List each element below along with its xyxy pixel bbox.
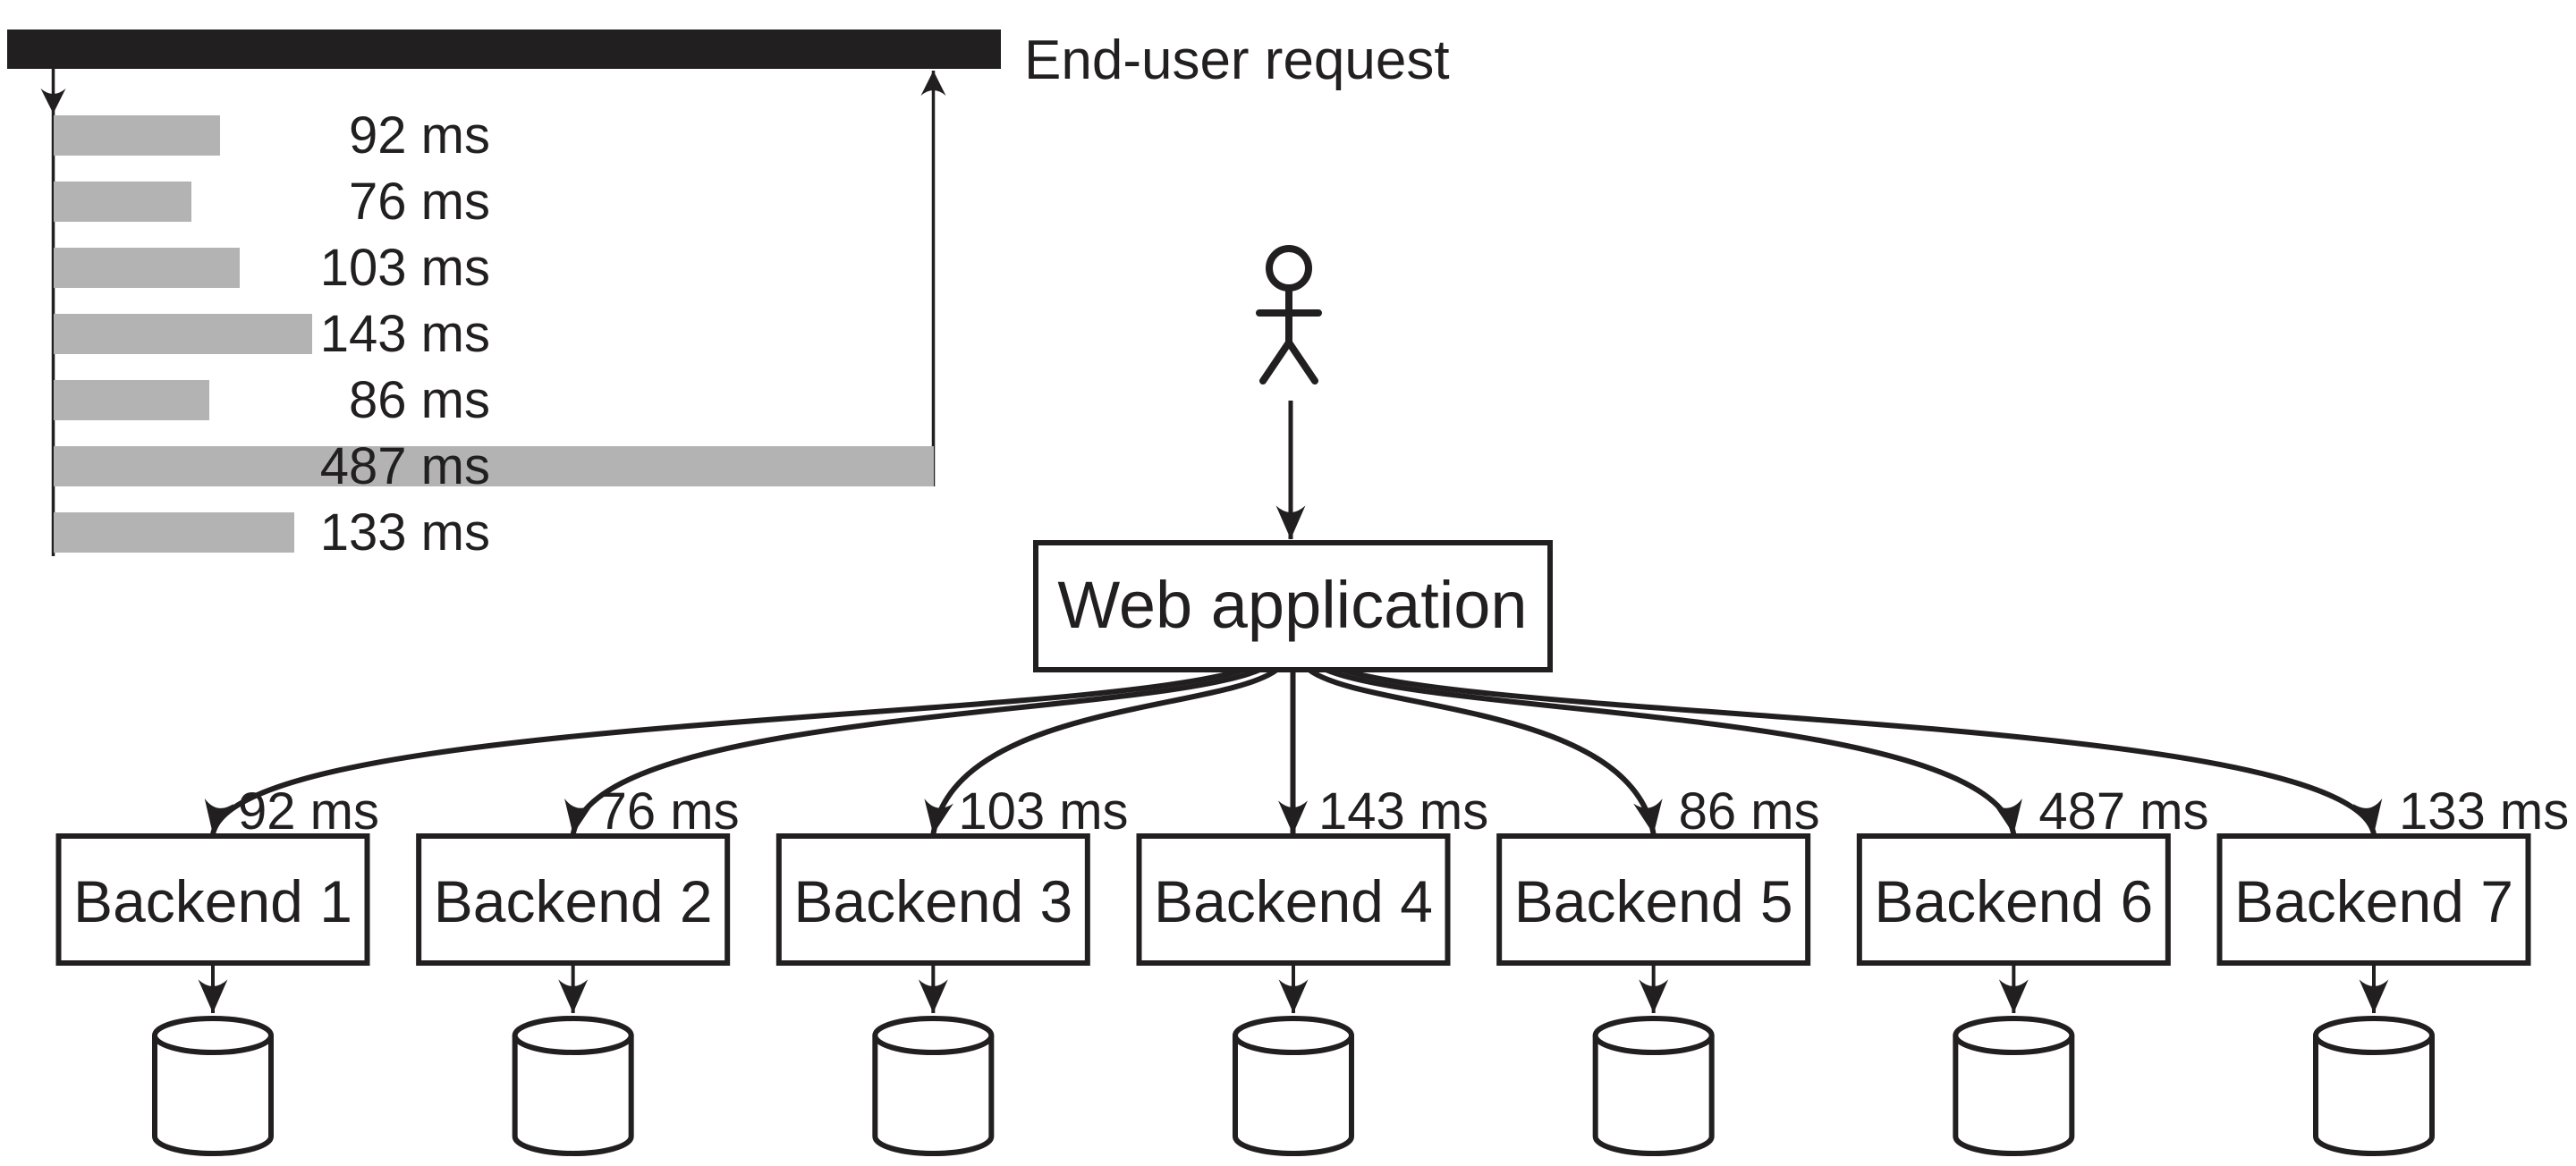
backend-latency-label: 143 ms bbox=[1318, 782, 1488, 841]
backend-latency-label: 133 ms bbox=[2399, 782, 2569, 841]
database-top bbox=[2313, 1016, 2435, 1055]
web-application-node: Web application bbox=[1033, 540, 1553, 672]
user-leg-left bbox=[1259, 339, 1292, 384]
latency-bar-label: 86 ms bbox=[349, 371, 490, 429]
database-icon bbox=[2313, 1016, 2435, 1156]
database-icon bbox=[872, 1016, 995, 1156]
database-body bbox=[152, 1035, 274, 1156]
latency-bars: 92 ms 76 ms 103 ms 143 ms 86 ms 487 ms 133 ms bbox=[54, 106, 934, 562]
latency-bar-label: 133 ms bbox=[320, 503, 490, 562]
request-start-arrow bbox=[40, 69, 66, 556]
database-top bbox=[1233, 1016, 1354, 1055]
database-body bbox=[2313, 1035, 2435, 1156]
latency-bar-label: 92 ms bbox=[349, 106, 490, 165]
user-icon bbox=[1256, 245, 1322, 384]
backend-label: Backend 5 bbox=[1514, 868, 1793, 934]
backend-label: Backend 1 bbox=[73, 868, 352, 934]
backend-label: Backend 3 bbox=[793, 868, 1072, 934]
backend-box bbox=[775, 833, 1090, 966]
response-arrow bbox=[920, 71, 946, 486]
latency-bar bbox=[54, 248, 240, 288]
backend-latency-label: 86 ms bbox=[1679, 782, 1820, 841]
database-top bbox=[872, 1016, 995, 1055]
database-body bbox=[1233, 1035, 1354, 1156]
backend-latency-label: 92 ms bbox=[238, 782, 379, 841]
database-top bbox=[1953, 1016, 2075, 1055]
web-application-label: Web application bbox=[1057, 568, 1527, 642]
database-icon bbox=[1592, 1016, 1715, 1156]
up-arrowhead-icon bbox=[920, 71, 946, 96]
database-icon bbox=[512, 1016, 634, 1156]
webapp-to-backend-arrow bbox=[1341, 667, 2382, 835]
database-top bbox=[152, 1016, 274, 1055]
database-icon bbox=[1953, 1016, 2075, 1156]
backend-box bbox=[55, 833, 370, 966]
backend-latency-label: 103 ms bbox=[958, 782, 1128, 841]
backend-box bbox=[1136, 833, 1451, 966]
database-icon bbox=[1233, 1016, 1354, 1156]
webapp-to-backend-arrow bbox=[1307, 667, 1663, 835]
latency-bar bbox=[54, 182, 191, 222]
database-body bbox=[1592, 1035, 1715, 1156]
latency-bar bbox=[54, 380, 209, 420]
down-arrowhead-icon bbox=[40, 89, 66, 114]
backend-label: Backend 4 bbox=[1154, 868, 1433, 934]
latency-bar-label: 76 ms bbox=[349, 173, 490, 231]
backend-latency-label: 487 ms bbox=[2038, 782, 2208, 841]
backend-latency-label: 76 ms bbox=[598, 782, 740, 841]
webapp-to-backend-arrow bbox=[924, 667, 1279, 835]
database-body bbox=[1953, 1035, 2075, 1156]
database-body bbox=[512, 1035, 634, 1156]
database-top bbox=[512, 1016, 634, 1055]
backend-nodes: Backend 1 Backend 2 Backend 3 Backend 4 Back… bbox=[55, 833, 2531, 1156]
backend-label: Backend 2 bbox=[434, 868, 713, 934]
latency-bar bbox=[54, 115, 220, 156]
backend-box bbox=[1856, 833, 2171, 966]
database-top bbox=[1592, 1016, 1715, 1055]
backend-box bbox=[416, 833, 731, 966]
end-user-request-label: End-user request bbox=[1024, 30, 1450, 91]
backend-label: Backend 7 bbox=[2234, 868, 2513, 934]
webapp-to-backend-arrow bbox=[564, 667, 1261, 835]
latency-bar-label: 103 ms bbox=[320, 239, 490, 297]
user-leg-right bbox=[1285, 339, 1318, 384]
database-body bbox=[872, 1035, 995, 1156]
webapp-to-backend-arrow bbox=[205, 667, 1245, 835]
end-user-request-bar bbox=[7, 30, 1001, 69]
webapp-to-backend-arrow bbox=[1325, 667, 2022, 835]
latency-bar-label: 487 ms bbox=[320, 437, 490, 495]
user-head bbox=[1266, 245, 1312, 292]
database-icon bbox=[152, 1016, 274, 1156]
latency-bar-label: 143 ms bbox=[320, 305, 490, 363]
latency-bar bbox=[54, 314, 312, 354]
backend-box bbox=[2216, 833, 2531, 966]
backend-label: Backend 6 bbox=[1874, 868, 2153, 934]
latency-bar bbox=[54, 446, 934, 486]
fanout-connectors: 92 ms 76 ms 103 ms 143 ms 86 ms 487 ms 133 ms bbox=[205, 667, 2569, 841]
latency-bar bbox=[54, 512, 294, 553]
request-timeline-chart: End-user request 92 ms 76 ms 103 ms 143 ms 8… bbox=[7, 30, 1450, 562]
